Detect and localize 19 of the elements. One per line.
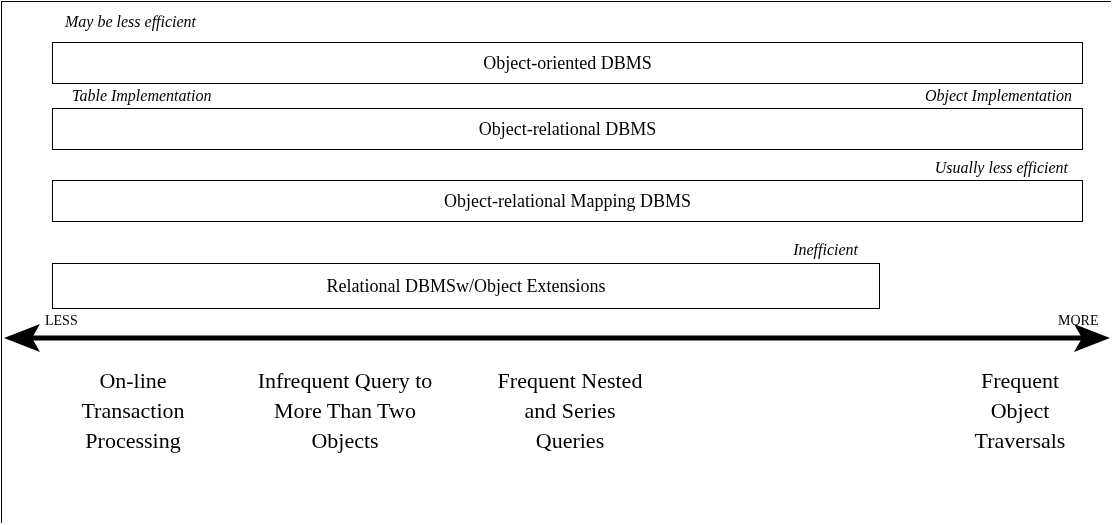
annotation-text: Usually less efficient <box>934 160 1068 176</box>
bar <box>52 108 1083 150</box>
bar-label: Object-relational DBMS <box>478 118 657 140</box>
annotation-text: May be less efficient <box>65 14 197 30</box>
scale-end-label: LESS <box>45 313 78 329</box>
annotation-text: Object Implementation <box>924 88 1072 104</box>
scale-end-label: MORE <box>1058 313 1099 329</box>
workload-label: Frequent Object Traversals <box>973 367 1067 455</box>
workload-label: On-line Transaction Processing <box>80 367 186 455</box>
annotation-text: Table Implementation <box>72 88 212 104</box>
workload-label: Frequent Nested and Series Queries <box>496 367 644 455</box>
bar <box>52 180 1083 222</box>
workload-label: Infrequent Query to More Than Two Objects <box>256 367 434 455</box>
bar-label: Object-oriented DBMS <box>483 52 652 74</box>
bar-label: Relational DBMSw/Object Extensions <box>326 275 606 297</box>
bar <box>52 42 1083 84</box>
bar <box>52 263 880 309</box>
annotation-text: Inefficient <box>793 242 858 258</box>
bar-label: Object-relational Mapping DBMS <box>444 190 691 212</box>
